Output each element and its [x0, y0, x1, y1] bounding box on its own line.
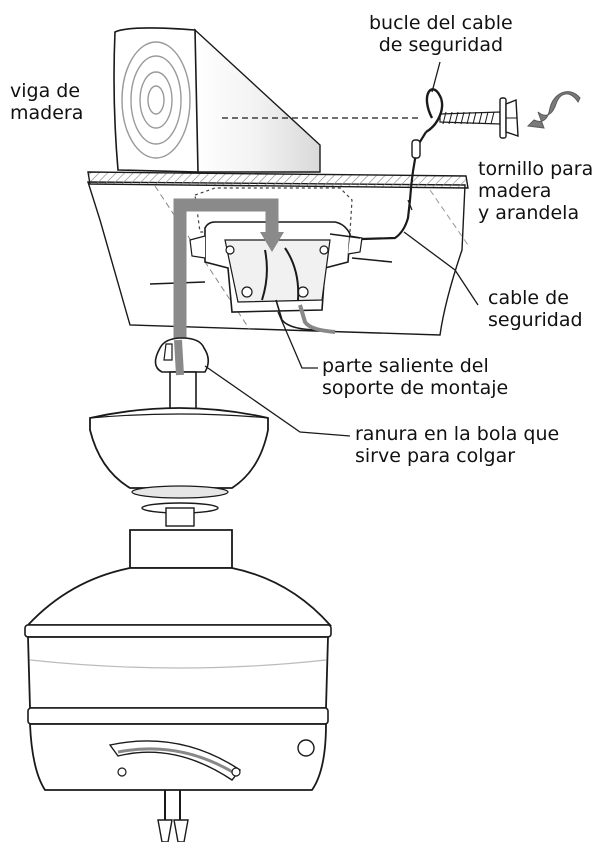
label-bracket-tab: parte saliente del soporte de montaje [322, 355, 509, 399]
mounting-box [149, 187, 393, 334]
label-wood-screw-washer: tornillo para madera y arandela [478, 158, 594, 224]
label-wood-beam: viga de madera [10, 80, 84, 124]
screw-icon [439, 97, 519, 139]
leader-bracket [277, 311, 318, 369]
safety-cable [329, 88, 444, 242]
label-ball-slot: ranura en la bola que sirve para colgar [355, 423, 560, 467]
label-safety-cable-loop: bucle del cable de seguridad [369, 12, 513, 56]
bracket-tab [173, 198, 284, 360]
wood-grain-icon [121, 41, 191, 159]
fan-motor-housing [24, 529, 333, 842]
wood-beam [113, 27, 420, 173]
leader-lines [204, 61, 479, 437]
leader-loop [431, 61, 441, 93]
hanger-ball [154, 337, 210, 411]
leader-cable [403, 231, 479, 306]
fan-canopy [89, 407, 269, 527]
label-safety-cable: cable de seguridad [488, 287, 583, 331]
curved-arrow-icon [526, 91, 581, 129]
leader-ball [204, 365, 351, 437]
